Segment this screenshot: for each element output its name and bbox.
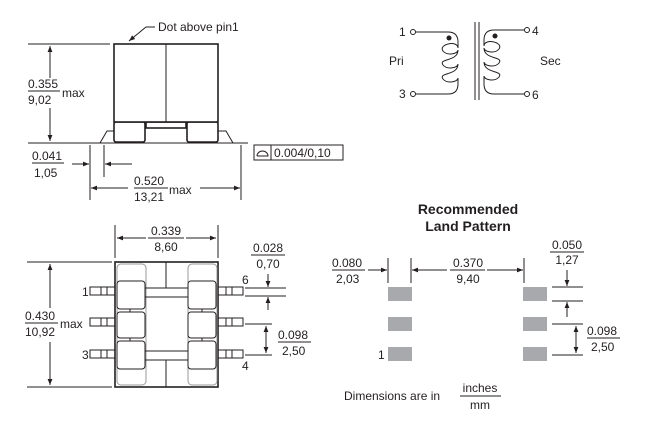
secondary-dot	[492, 33, 498, 39]
coplanarity-icon	[256, 150, 269, 157]
units-mm: mm	[470, 398, 490, 412]
bv-height-mm: 10,92	[25, 325, 55, 339]
bv-pin-3: 3	[82, 348, 89, 362]
bv-height-suffix: max	[60, 317, 83, 331]
bv-pitch-mm: 2,50	[282, 344, 306, 358]
pad-w-mm: 1,27	[555, 253, 579, 267]
sch-pin-4: 4	[532, 24, 539, 38]
primary-label: Pri	[389, 54, 404, 68]
gap-in: 0.370	[453, 256, 483, 270]
bottom-view: 0.339 8,60 0.430 10,92 max	[25, 224, 311, 388]
lead-width-mm: 0,70	[256, 257, 280, 271]
bv-pin-6: 6	[242, 273, 249, 287]
pad	[388, 317, 412, 331]
primary-dot	[446, 35, 452, 41]
pad	[388, 287, 412, 301]
land-title-1: Recommended	[418, 201, 518, 217]
bv-pitch-in: 0.098	[278, 328, 308, 342]
secondary-label: Sec	[540, 54, 561, 68]
bv-pin-4: 4	[242, 359, 249, 373]
secondary-coil	[483, 29, 524, 95]
units-note: Dimensions are in inches mm	[344, 381, 501, 412]
standoff-in: 0.041	[32, 149, 62, 163]
height-suffix: max	[62, 86, 85, 100]
land-pattern: Recommended Land Pattern 1 0.080 2,03 0.…	[332, 201, 620, 362]
width-mm: 13,21	[134, 190, 164, 204]
width-in: 0.520	[134, 174, 164, 188]
bv-pin-1: 1	[82, 285, 89, 299]
width-suffix: max	[169, 183, 192, 197]
pin1-leader	[128, 26, 155, 42]
side-center-bar	[145, 121, 187, 129]
sch-pin-3: 3	[399, 87, 406, 101]
pad	[523, 317, 547, 331]
units-inches: inches	[463, 381, 498, 395]
sch-pin-1: 1	[399, 25, 406, 39]
pad	[523, 347, 547, 361]
side-foot-right	[186, 121, 219, 143]
bv-width-in: 0.339	[151, 224, 181, 238]
height-in: 0.355	[28, 77, 58, 91]
pad-w-in: 0.050	[552, 238, 582, 252]
coplanarity-box	[253, 144, 344, 161]
bv-height-in: 0.430	[25, 309, 55, 323]
transformer-schematic: 1 3 4 6 Pri Sec	[389, 22, 561, 102]
height-mm: 9,02	[28, 93, 52, 107]
sch-pin-6: 6	[532, 88, 539, 102]
side-view: 0.355 9,02 max Dot above pin1 0.004/0,10…	[28, 20, 344, 204]
land-title-2: Land Pattern	[425, 218, 511, 234]
gap-mm: 9,40	[456, 272, 480, 286]
land-pin-1: 1	[378, 348, 385, 362]
side-foot-left	[113, 121, 146, 143]
primary-coil	[416, 31, 459, 95]
lead-width-in: 0.028	[253, 241, 283, 255]
bv-width-mm: 8,60	[154, 240, 178, 254]
coplanarity-value: 0.004/0,10	[274, 146, 331, 160]
units-text: Dimensions are in	[344, 389, 440, 403]
pad	[523, 287, 547, 301]
pad	[388, 347, 412, 361]
standoff-mm: 1,05	[34, 166, 58, 180]
land-pitch-in: 0.098	[587, 324, 617, 338]
pin1-note: Dot above pin1	[158, 20, 239, 34]
land-pitch-mm: 2,50	[591, 340, 615, 354]
pad-len-in: 0.080	[332, 256, 362, 270]
pad-len-mm: 2,03	[336, 272, 360, 286]
